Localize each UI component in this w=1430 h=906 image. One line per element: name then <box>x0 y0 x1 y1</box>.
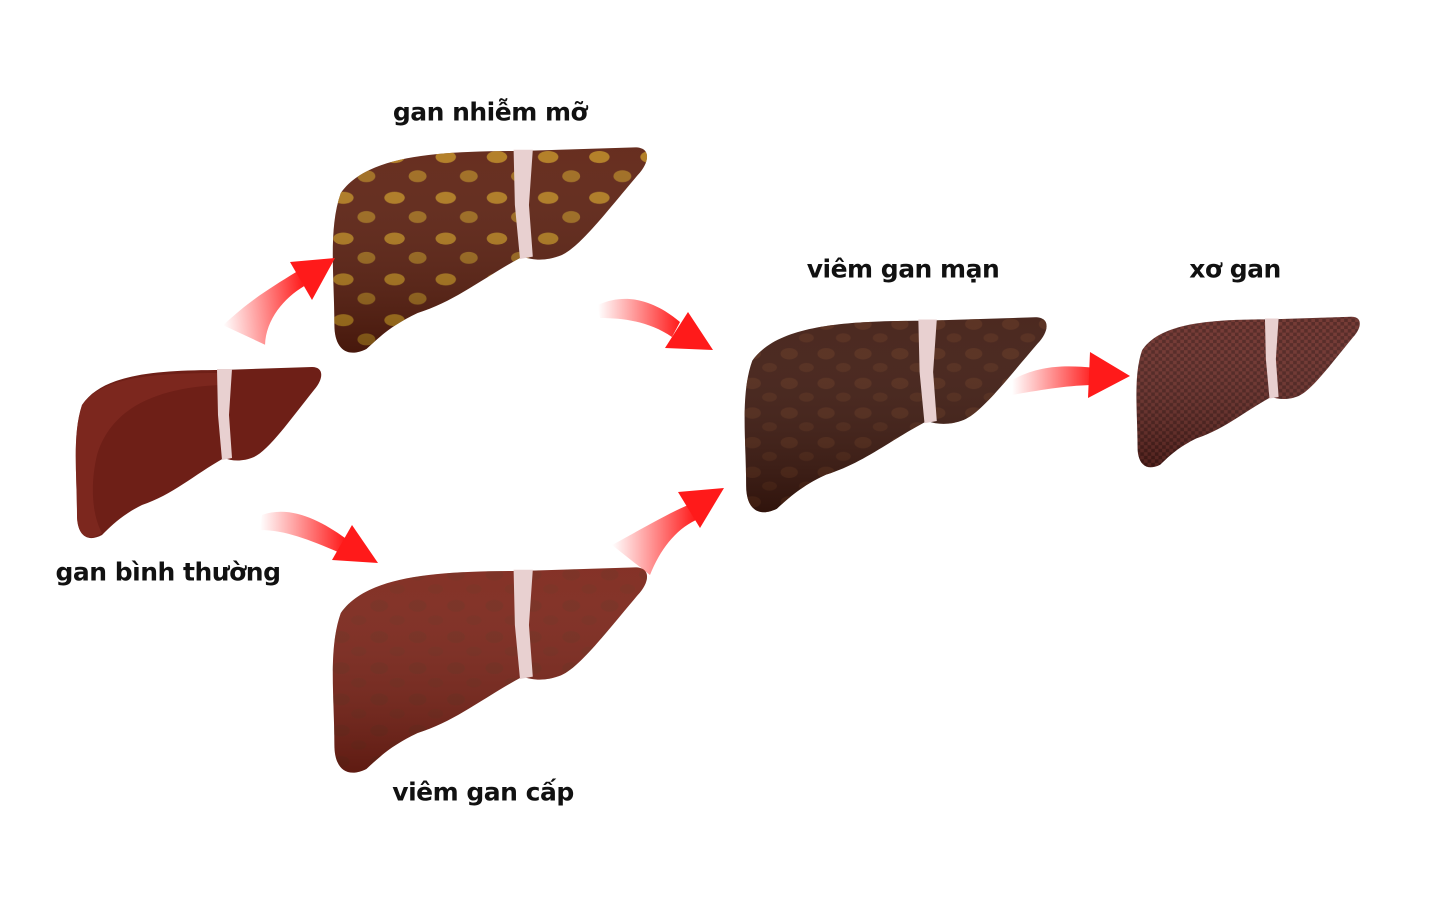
liver-normal <box>75 367 322 539</box>
label-normal-liver: gan bình thường <box>55 557 281 587</box>
liver-acute-hepatitis <box>332 567 648 773</box>
arrow-normal-to-acute <box>260 511 378 563</box>
arrow-chronic-to-cirrhosis <box>1012 352 1130 398</box>
label-chronic-hepatitis: viêm gan mạn <box>806 254 1000 284</box>
arrow-normal-to-fatty <box>223 258 335 345</box>
arrow-fatty-to-chronic <box>598 298 713 350</box>
liver-chronic-hepatitis <box>744 317 1047 513</box>
liver-cirrhosis <box>1136 316 1360 468</box>
label-acute-hepatitis: viêm gan cấp <box>392 777 574 807</box>
liver-fatty <box>332 147 648 353</box>
arrow-acute-to-chronic <box>612 488 724 575</box>
label-cirrhosis: xơ gan <box>1189 254 1281 284</box>
label-fatty-liver: gan nhiễm mỡ <box>392 97 588 127</box>
